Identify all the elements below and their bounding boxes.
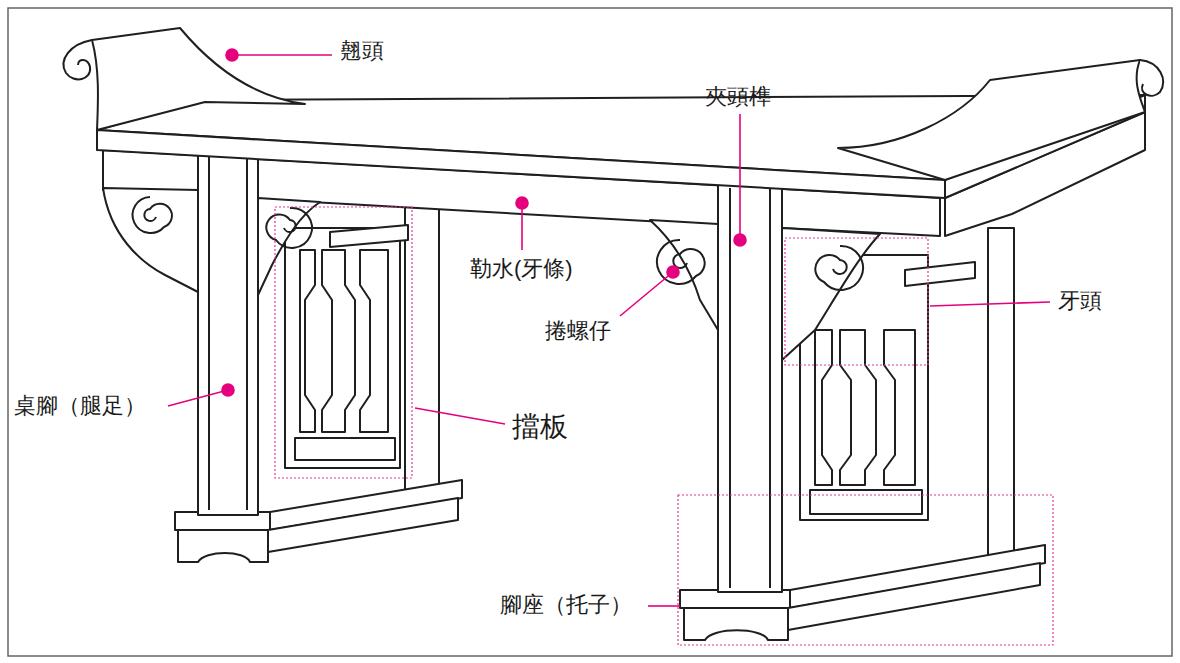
leader-line — [648, 605, 680, 607]
table-drawing — [729, 188, 731, 588]
table-drawing — [360, 250, 388, 432]
table-drawing — [1140, 60, 1163, 96]
table-drawing — [322, 250, 355, 432]
table-drawing — [64, 28, 1164, 640]
table-drawing — [684, 608, 788, 640]
table-drawing — [782, 228, 880, 360]
table-drawing — [178, 530, 268, 562]
dotted-frame — [785, 238, 928, 365]
frame-border — [8, 8, 1172, 656]
table-drawing — [295, 438, 395, 460]
part-label: 捲螺仔 — [545, 318, 611, 344]
leader-line — [226, 49, 238, 61]
table-drawing — [988, 228, 1014, 558]
table-drawing — [905, 262, 975, 286]
leader-line — [168, 390, 228, 406]
table-drawing — [285, 228, 400, 468]
leader-line — [930, 302, 1050, 306]
leader-line — [620, 272, 673, 316]
table-drawing — [97, 130, 945, 198]
table-drawing — [884, 330, 915, 485]
part-label: 桌腳（腿足） — [14, 393, 146, 419]
table-drawing — [815, 330, 832, 485]
table-drawing — [103, 188, 198, 292]
table-drawing — [268, 498, 458, 552]
part-label: 擋板 — [512, 410, 568, 444]
leader-line — [734, 234, 746, 246]
table-drawing — [405, 205, 439, 490]
leader-line — [739, 114, 741, 240]
scroll-spiral — [133, 197, 863, 290]
table-drawing — [840, 330, 876, 485]
table-drawing — [258, 198, 320, 295]
scroll-spiral — [815, 246, 863, 290]
leader-line — [521, 203, 523, 250]
leader-line — [222, 384, 234, 396]
leader-line — [168, 49, 1050, 606]
table-drawing — [64, 40, 92, 79]
table-drawing — [92, 28, 305, 130]
part-label: 夾頭榫 — [705, 84, 771, 110]
table-drawing — [330, 225, 408, 247]
leader-line — [415, 408, 505, 424]
table-drawing — [650, 220, 718, 330]
table-drawing — [838, 60, 1145, 180]
table-drawing — [810, 490, 922, 514]
leader-line — [667, 266, 679, 278]
table-drawing — [769, 188, 771, 588]
table-drawing — [788, 563, 1040, 630]
part-label: 牙頭 — [1058, 288, 1102, 314]
scroll-spiral — [266, 208, 312, 248]
table-drawing — [246, 155, 248, 510]
dotted-frame — [275, 207, 1053, 645]
dotted-frame — [275, 207, 412, 478]
table-drawing — [198, 150, 258, 515]
part-label: 勒水(牙條) — [470, 256, 573, 282]
leader-line — [232, 54, 332, 56]
leader-line — [516, 197, 528, 209]
scroll-spiral — [133, 197, 172, 233]
table-drawing — [718, 183, 782, 592]
part-label: 腳座（托子） — [500, 592, 632, 618]
scroll-spiral — [657, 240, 705, 284]
table-drawing — [208, 155, 210, 510]
part-label: 翹頭 — [340, 38, 384, 64]
dotted-frame — [678, 495, 1053, 645]
table-drawing — [300, 250, 315, 432]
